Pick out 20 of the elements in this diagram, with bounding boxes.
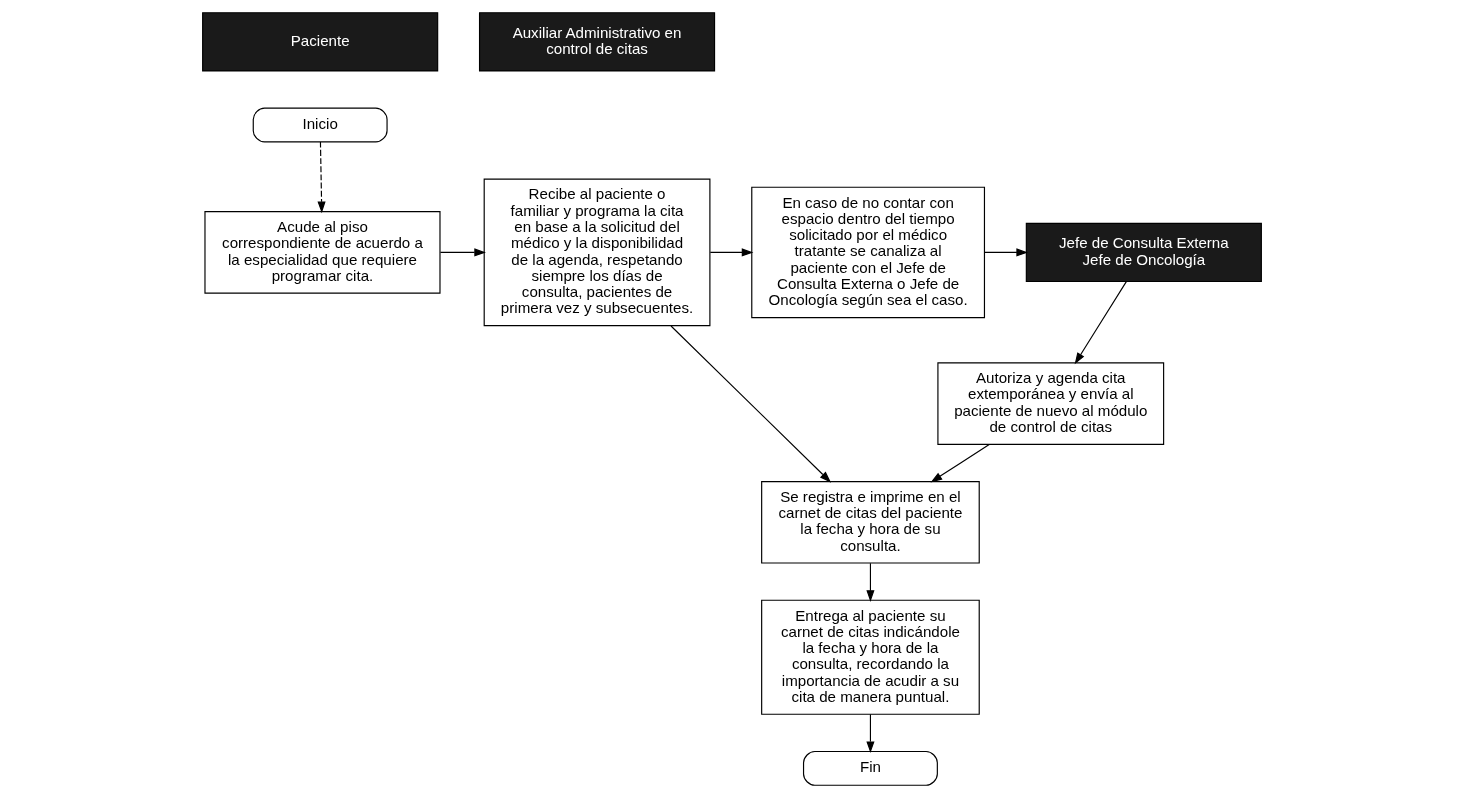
node-box: Fin: [802, 750, 938, 786]
node-box: Autoriza y agenda cita extemporánea y envía al paciente de nuevo al módulo de control de citas: [937, 362, 1165, 445]
node-box: Paciente: [202, 12, 439, 72]
node-box: Entrega al paciente su carnet de citas indicándole la fecha y hora de la consulta, recordando la importancia de acudir a su cita de manera puntual.: [761, 599, 980, 715]
arrow: [709, 248, 754, 257]
node-box: En caso de no contar con espacio dentro del tiempo solicitado por el médico tratante se canaliza al paciente con el Jefe de Consulta Externa o Jefe de Oncología según sea el caso.: [751, 186, 986, 319]
arrow: [984, 248, 1028, 257]
node-box: Auxiliar Administrativo en control de citas: [478, 12, 716, 72]
arrow: [317, 141, 326, 214]
arrow: [1074, 281, 1127, 365]
arrow: [439, 248, 486, 257]
arrow: [930, 443, 990, 483]
arrow: [866, 562, 875, 602]
node-box: Recibe al paciente o familiar y programa la cita en base a la solicitud del médico y la disponibilidad de la agenda, respetando siempre los días de consulta, pacientes de primera vez y subsecuentes.: [483, 178, 711, 327]
node-box: Acude al piso correspondiente de acuerdo a la especialidad que requiere programar cita.: [204, 211, 441, 294]
node-box: Inicio: [252, 107, 388, 143]
arrow: [670, 325, 832, 483]
arrow: [866, 713, 875, 754]
node-box: Jefe de Consulta Externa Jefe de Oncología: [1025, 222, 1262, 283]
node-box: Se registra e imprime en el carnet de citas del paciente la fecha y hora de su consulta.: [761, 481, 980, 564]
